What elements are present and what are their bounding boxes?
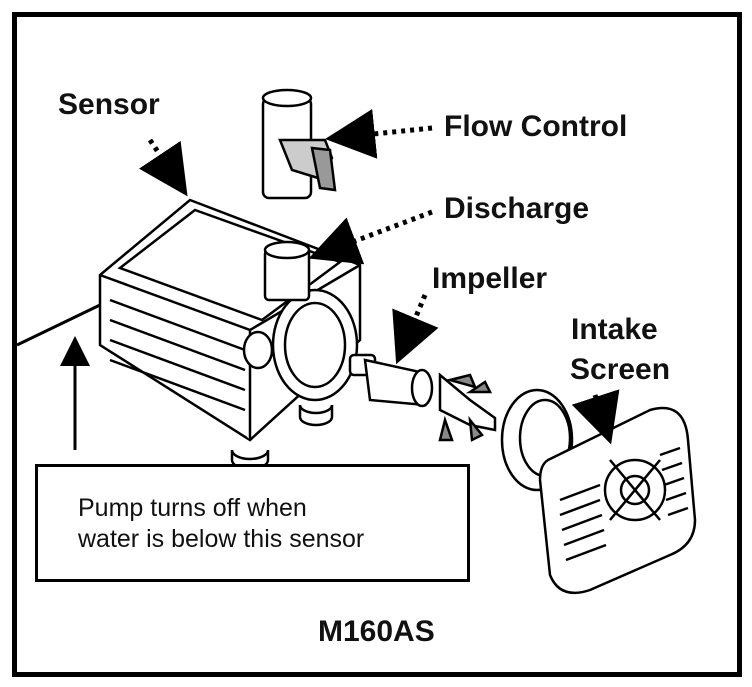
sensor-pointer — [16, 303, 101, 450]
impeller — [348, 353, 497, 442]
leader-arrows — [139, 109, 620, 445]
sensor-arrow — [139, 138, 188, 197]
intake-screen — [500, 388, 697, 595]
sensor-note-line1: Pump turns off when — [78, 494, 307, 522]
intake-label-line2: Screen — [570, 353, 671, 386]
pump-body — [98, 198, 362, 471]
sensor-note-text: Pump turns off when water is below this … — [78, 493, 364, 556]
model-number: M160AS — [318, 615, 435, 648]
flow-control-label: Flow Control — [444, 110, 628, 143]
intake-screen-arrow — [571, 389, 620, 445]
flow-control-valve — [261, 88, 337, 200]
sensor-note-line2: water is below this sensor — [78, 525, 365, 554]
intake-label-line1: Intake — [571, 313, 658, 346]
sensor-label: Sensor — [58, 88, 160, 121]
impeller-arrow — [392, 294, 439, 365]
sensor-note-box: Pump turns off when water is below this … — [35, 464, 470, 582]
diagram-frame — [12, 12, 742, 677]
discharge-arrow — [308, 209, 433, 265]
discharge-label: Discharge — [444, 192, 590, 225]
flow-control-arrow — [325, 109, 433, 159]
impeller-label: Impeller — [432, 262, 548, 295]
